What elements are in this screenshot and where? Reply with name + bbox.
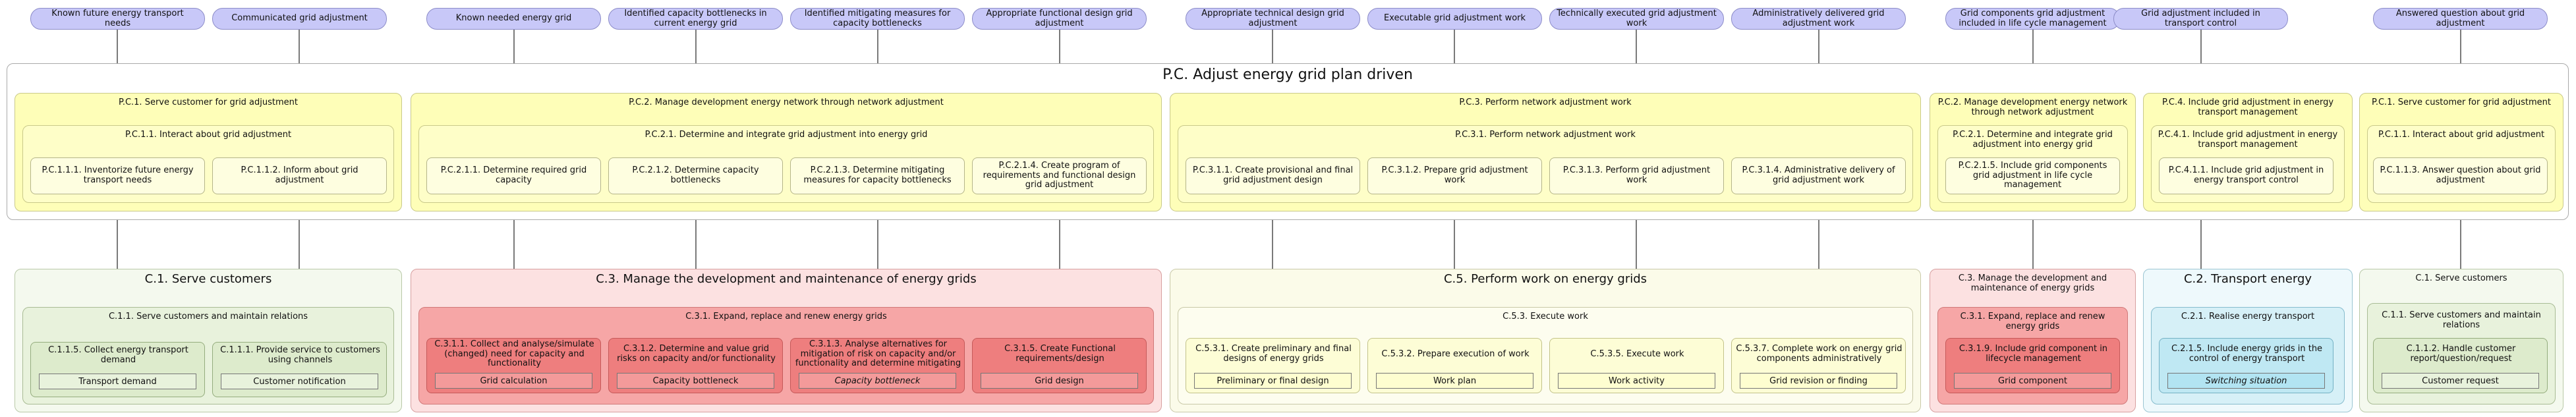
data-object: Customer request [2382,373,2539,389]
business-process: C.5.3.1. Create preliminary and final de… [1186,338,1360,393]
data-object: Grid calculation [435,373,592,389]
capability-title: P.C.2. Manage development energy network… [1937,97,2128,117]
business-process-label: C.2.1.5. Include energy grids in the con… [2171,344,2323,364]
business-process: C.3.1.9. Include grid component in lifec… [1945,338,2120,393]
subcapability-title: P.C.4.1. Include grid adjustment in ener… [2158,130,2338,150]
process-step: P.C.3.1.3. Perform grid adjustment work [1549,157,1724,194]
process-step: P.C.3.1.4. Administrative delivery of gr… [1731,157,1906,194]
business-process: C.2.1.5. Include energy grids in the con… [2159,338,2333,393]
business-subfunction-title: C.5.3. Execute work [1503,312,1588,321]
business-process-label: C.3.1.3. Analyse alternatives for mitiga… [795,339,961,369]
business-function-title: C.2. Transport energy [2183,272,2312,286]
business-process: C.1.1.2. Handle customer report/question… [2373,338,2548,393]
data-object: Transport demand [39,374,196,389]
process-step: P.C.3.1.1. Create provisional and final … [1186,157,1360,194]
data-object: Grid design [981,373,1138,389]
business-process: C.1.1.5. Collect energy transport demand… [30,342,205,397]
business-process-label: C.5.3.7. Complete work on energy grid co… [1736,344,1903,364]
data-object: Capacity bottleneck [617,373,774,389]
business-process: C.3.1.1. Collect and analyse/simulate (c… [426,338,601,393]
outcome-pill: Known needed energy grid [426,8,601,30]
outcome-pill: Administratively delivered grid adjustme… [1731,8,1906,30]
data-object: Capacity bottleneck [799,373,956,389]
business-process: C.5.3.7. Complete work on energy grid co… [1731,338,1906,393]
subcapability-title: P.C.1.1. Interact about grid adjustment [2378,130,2545,140]
process-step: P.C.1.1.2. Inform about grid adjustment [212,157,387,194]
process-step: P.C.1.1.1. Inventorize future energy tra… [30,157,205,194]
business-subfunction-title: C.2.1. Realise energy transport [2181,312,2315,321]
process-step: P.C.4.1.1. Include grid adjustment in en… [2159,157,2333,194]
process-step: P.C.2.1.4. Create program of requirement… [972,157,1147,194]
business-process: C.3.1.2. Determine and value grid risks … [608,338,783,393]
business-process-label: C.3.1.2. Determine and value grid risks … [617,344,776,364]
capability-title: P.C.1. Serve customer for grid adjustmen… [119,97,298,107]
data-object: Work plan [1376,373,1533,389]
business-process-label: C.3.1.9. Include grid component in lifec… [1959,344,2108,364]
business-subfunction-title: C.1.1. Serve customers and maintain rela… [108,312,308,321]
business-function-title: C.3. Manage the development and maintena… [596,272,977,286]
subcapability-title: P.C.2.1. Determine and integrate grid ad… [1953,130,2113,150]
business-function-title: C.1. Serve customers [2415,273,2507,283]
business-process: C.3.1.5. Create Functional requirements/… [972,338,1147,393]
subcapability-title: P.C.3.1. Perform network adjustment work [1455,130,1636,140]
process-step: P.C.2.1.1. Determine required grid capac… [426,157,601,194]
outcome-pill: Grid adjustment included in transport co… [2113,8,2288,30]
business-process: C.3.1.3. Analyse alternatives for mitiga… [790,338,965,393]
process-step: P.C.2.1.5. Include grid components grid … [1945,157,2120,194]
outcome-pill: Identified capacity bottlenecks in curre… [608,8,783,30]
outcome-pill: Executable grid adjustment work [1367,8,1542,30]
outcome-pill: Appropriate technical design grid adjust… [1186,8,1360,30]
business-process-label: C.5.3.5. Execute work [1590,348,1684,359]
data-object: Grid revision or finding [1740,373,1897,389]
capability-title: P.C.4. Include grid adjustment in energy… [2161,97,2334,117]
data-object: Switching situation [2167,373,2325,389]
process-step: P.C.2.1.2. Determine capacity bottleneck… [608,157,783,194]
business-subfunction-title: C.3.1. Expand, replace and renew energy … [685,312,887,321]
data-object: Customer notification [221,374,378,389]
outcome-pill: Grid components grid adjustment included… [1945,8,2120,30]
business-process-label: C.5.3.2. Prepare execution of work [1381,348,1530,359]
data-object: Preliminary or final design [1194,373,1352,389]
outcome-pill: Technically executed grid adjustment wor… [1549,8,1724,30]
business-process-label: C.3.1.1. Collect and analyse/simulate (c… [434,339,594,369]
business-process: C.1.1.1. Provide service to customers us… [212,342,387,397]
business-subfunction-title: C.3.1. Expand, replace and renew energy … [1960,312,2105,331]
business-function-title: C.3. Manage the development and maintena… [1958,273,2107,293]
capability-title: P.C.3. Perform network adjustment work [1459,97,1632,107]
business-process: C.5.3.2. Prepare execution of work Work … [1367,338,1542,393]
business-process-label: C.1.1.5. Collect energy transport demand [48,345,188,365]
outcome-pill: Appropriate functional design grid adjus… [972,8,1147,30]
process-title: P.C. Adjust energy grid plan driven [1162,67,1413,83]
capability-title: P.C.2. Manage development energy network… [629,97,944,107]
process-step: P.C.2.1.3. Determine mitigating measures… [790,157,965,194]
process-step: P.C.3.1.2. Prepare grid adjustment work [1367,157,1542,194]
data-object: Work activity [1558,373,1715,389]
outcome-pill: Known future energy transport needs [30,8,205,30]
business-function-title: C.5. Perform work on energy grids [1443,272,1647,286]
business-subfunction-title: C.1.1. Serve customers and maintain rela… [2382,310,2541,330]
outcome-pill: Answered question about grid adjustment [2373,8,2548,30]
business-process-label: C.3.1.5. Create Functional requirements/… [1004,344,1116,364]
business-process: C.5.3.5. Execute work Work activity [1549,338,1724,393]
business-process-label: C.1.1.2. Handle customer report/question… [2406,344,2516,364]
capability-title: P.C.1. Serve customer for grid adjustmen… [2372,97,2551,107]
subcapability-title: P.C.1.1. Interact about grid adjustment [125,130,292,140]
data-object: Grid component [1954,373,2111,389]
outcome-pill: Identified mitigating measures for capac… [790,8,965,30]
process-step: P.C.1.1.3. Answer question about grid ad… [2373,157,2548,194]
business-process-label: C.5.3.1. Create preliminary and final de… [1195,344,1352,364]
business-function-title: C.1. Serve customers [144,272,272,286]
outcome-pill: Communicated grid adjustment [212,8,387,30]
subcapability-title: P.C.2.1. Determine and integrate grid ad… [644,130,928,140]
business-process-label: C.1.1.1. Provide service to customers us… [220,345,380,365]
